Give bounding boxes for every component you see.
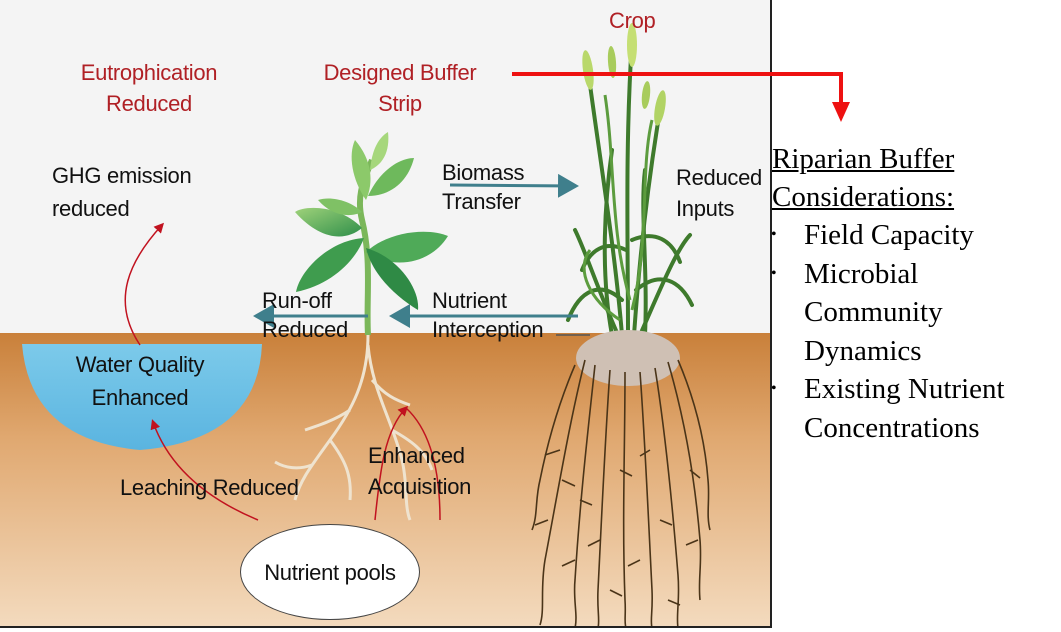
list-item: •Microbial Community Dynamics [771,255,1044,371]
considerations-title: Riparian Buffer Considerations: [772,143,955,213]
nutrient-pools-label: Nutrient pools [264,560,396,585]
bullet-dot-icon: • [771,226,777,243]
water-pond [22,344,262,450]
plant-roots [274,334,434,521]
crop-roots [531,359,711,626]
ghg-label: GHG emission reduced [52,163,192,221]
nutrient-pools-oval [240,524,420,620]
enhanced-acquisition-label: Enhanced Acquisition [368,443,472,499]
crop-label: Crop [609,8,656,33]
buffer-strip-label: Designed Buffer Strip [323,60,477,116]
considerations-list: •Field Capacity •Microbial Community Dyn… [771,216,1044,447]
leaching-label: Leaching Reduced [120,475,299,500]
nutrient-interception-label: Nutrient Interception [432,288,544,342]
acquisition-arrow-tail [405,407,441,521]
buffer-strip-diagram: Crop Eutrophication Reduced Designed Buf… [0,0,772,628]
runoff-label: Run-off Reduced [262,288,348,342]
bullet-dot-icon: • [771,380,777,397]
crop-plant [566,23,694,337]
biomass-transfer-arrow [449,173,579,198]
considerations-panel: Riparian Buffer Considerations: •Field C… [771,140,1044,447]
reduced-inputs-label: Reduced Inputs [676,165,762,221]
eutrophication-label: Eutrophication Reduced [80,60,218,116]
biomass-label: Biomass Transfer [442,160,525,214]
soil-clump [576,330,680,386]
bullet-dot-icon: • [771,264,777,282]
leaching-arrow [150,419,259,521]
plant-leaves [295,132,448,310]
acquisition-arrow [374,405,409,521]
list-item: •Field Capacity [771,216,1044,255]
list-item: •Existing Nutrient Concentrations [771,370,1044,447]
ghg-arrow [124,222,165,346]
water-quality-label: Water Quality Enhanced [75,352,205,410]
